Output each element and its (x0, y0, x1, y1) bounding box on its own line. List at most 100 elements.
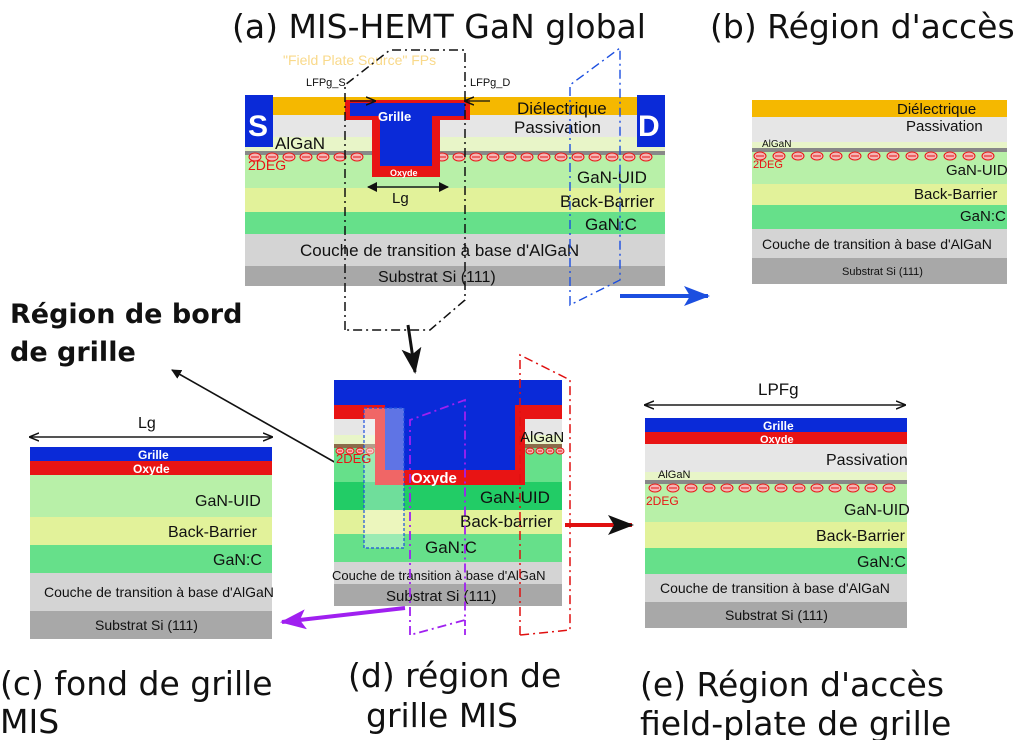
panel-c: Lg Grille Oxyde GaN-UID Back-Barrier GaN… (30, 415, 274, 639)
d-gan-c-label: GaN:C (425, 538, 477, 557)
b-substrate-layer (752, 258, 1007, 284)
a-fp-note: "Field Plate Source" FPs (283, 52, 436, 68)
panel-d: Oxyde AlGaN 2DEG GaN-UID Back-barrier Ga… (332, 353, 571, 637)
a-transition-layer (245, 234, 665, 266)
d-substrate-label: Substrat Si (111) (386, 588, 496, 605)
a-passivation-label: Passivation (514, 118, 601, 137)
a-2deg-label: 2DEG (248, 157, 286, 173)
c-gan-c-label: GaN:C (213, 552, 262, 569)
e-gan-c-layer (645, 548, 907, 574)
a-slice-plane-blue (569, 46, 621, 307)
e-substrate-label: Substrat Si (111) (725, 607, 828, 623)
c-gate-layer (30, 447, 272, 461)
e-passivation-label: Passivation (826, 452, 908, 469)
a-slice-plane-black (344, 49, 466, 331)
b-gan-c-layer (752, 205, 1007, 229)
panel-e: LPFg Grille Oxyde Passivation AlGaN 2DEG… (645, 380, 910, 628)
d-back-barrier-label: Back-barrier (460, 512, 553, 531)
a-oxide-label: Oxyde (390, 168, 418, 178)
b-gan-c-label: GaN:C (960, 208, 1006, 225)
caption-c-line2: MIS (0, 702, 59, 740)
d-back-barrier-layer (334, 510, 562, 534)
a-gan-uid-label: GaN-UID (577, 168, 647, 187)
d-slice-plane-red (519, 353, 571, 636)
arrow-to-panel-c (280, 606, 406, 630)
d-gan-uid-layer (334, 482, 562, 510)
a-gate-label: Grille (378, 109, 411, 124)
b-algan-layer (752, 142, 1007, 148)
d-gan-uid-label: GaN-UID (480, 488, 550, 507)
caption-c-line1: (c) fond de grille (0, 664, 273, 703)
e-gate-label: Grille (763, 419, 794, 433)
d-transition-label: Couche de transition à base d'AlGaN (332, 568, 546, 583)
e-algan-layer (645, 472, 907, 480)
c-gan-uid-layer (30, 475, 272, 517)
a-drain-contact (637, 95, 665, 147)
b-passivation-layer (752, 117, 1007, 142)
caption-a: (a) MIS-HEMT GaN global (232, 7, 646, 46)
a-passivation-layer (245, 115, 665, 137)
c-transition-layer (30, 573, 272, 611)
d-oxide-label: Oxyde (411, 470, 457, 487)
c-back-barrier-layer (30, 517, 272, 545)
a-substrate-label: Substrat Si (111) (378, 269, 496, 286)
a-back-barrier-layer (245, 188, 665, 212)
a-back-barrier-label: Back-Barrier (560, 192, 655, 211)
b-back-barrier-label: Back-Barrier (914, 186, 997, 203)
e-transition-layer (645, 574, 907, 602)
b-dielectric-layer (752, 100, 1007, 117)
a-drain-label: D (638, 110, 660, 143)
e-2deg-electrons (648, 483, 896, 493)
b-back-barrier-layer (752, 184, 1007, 205)
a-lfp-d-label: LFPg_D (470, 77, 510, 89)
e-passivation-layer (645, 444, 907, 472)
a-lfp-s-label: LFPg_S (306, 77, 346, 89)
e-interface-line (645, 480, 907, 484)
a-interface-line (245, 151, 665, 155)
b-2deg-electrons (753, 151, 995, 161)
a-algan-label: AlGaN (275, 134, 325, 153)
a-substrate-layer (245, 266, 665, 286)
caption-b: (b) Région d'accès (710, 7, 1015, 46)
c-oxide-label: Oxyde (133, 462, 170, 476)
b-gan-uid-label: GaN-UID (946, 162, 1008, 179)
caption-d-line1: (d) région de (348, 656, 561, 695)
e-gan-c-label: GaN:C (857, 554, 906, 571)
e-lpfg-label: LPFg (758, 380, 799, 399)
a-lg-label: Lg (392, 190, 409, 207)
arrow-a-to-d (401, 324, 422, 374)
panel-b: Diélectrique Passivation AlGaN 2DEG GaN-… (752, 100, 1008, 284)
edge-region-annotation: Région de bord de grille (10, 299, 376, 486)
a-transition-label: Couche de transition à base d'AlGaN (300, 241, 579, 260)
c-lg-label: Lg (138, 415, 156, 432)
c-substrate-layer (30, 611, 272, 639)
c-gan-c-layer (30, 545, 272, 573)
caption-e-line1: (e) Région d'accès (640, 665, 944, 704)
edge-region-line2: de grille (10, 337, 136, 368)
d-2deg-label: 2DEG (336, 451, 371, 466)
a-gate (350, 103, 465, 166)
b-algan-label: AlGaN (762, 139, 791, 150)
b-passivation-label: Passivation (906, 118, 983, 135)
e-back-barrier-label: Back-Barrier (816, 528, 906, 545)
a-algan-layer (245, 137, 665, 151)
d-edge-region-box (363, 407, 405, 549)
b-2deg-label: 2DEG (753, 159, 783, 171)
b-transition-layer (752, 229, 1007, 258)
d-2deg-electrons (335, 447, 565, 455)
b-substrate-label: Substrat Si (111) (842, 266, 923, 278)
e-gan-uid-label: GaN-UID (844, 502, 910, 519)
d-slice-plane-purple (409, 398, 466, 637)
edge-region-line1: Région de bord (10, 299, 242, 330)
panel-a: S D Grille Oxyde Diélectrique Passivatio… (245, 46, 665, 331)
b-transition-label: Couche de transition à base d'AlGaN (762, 236, 992, 252)
d-algan-label: AlGaN (520, 429, 564, 446)
e-transition-label: Couche de transition à base d'AlGaN (660, 580, 890, 596)
e-oxide-layer (645, 432, 907, 444)
c-transition-label: Couche de transition à base d'AlGaN (44, 584, 274, 600)
a-gan-c-layer (245, 212, 665, 234)
c-substrate-label: Substrat Si (111) (95, 617, 198, 633)
e-2deg-label: 2DEG (646, 494, 679, 508)
d-gate-top (334, 380, 562, 392)
